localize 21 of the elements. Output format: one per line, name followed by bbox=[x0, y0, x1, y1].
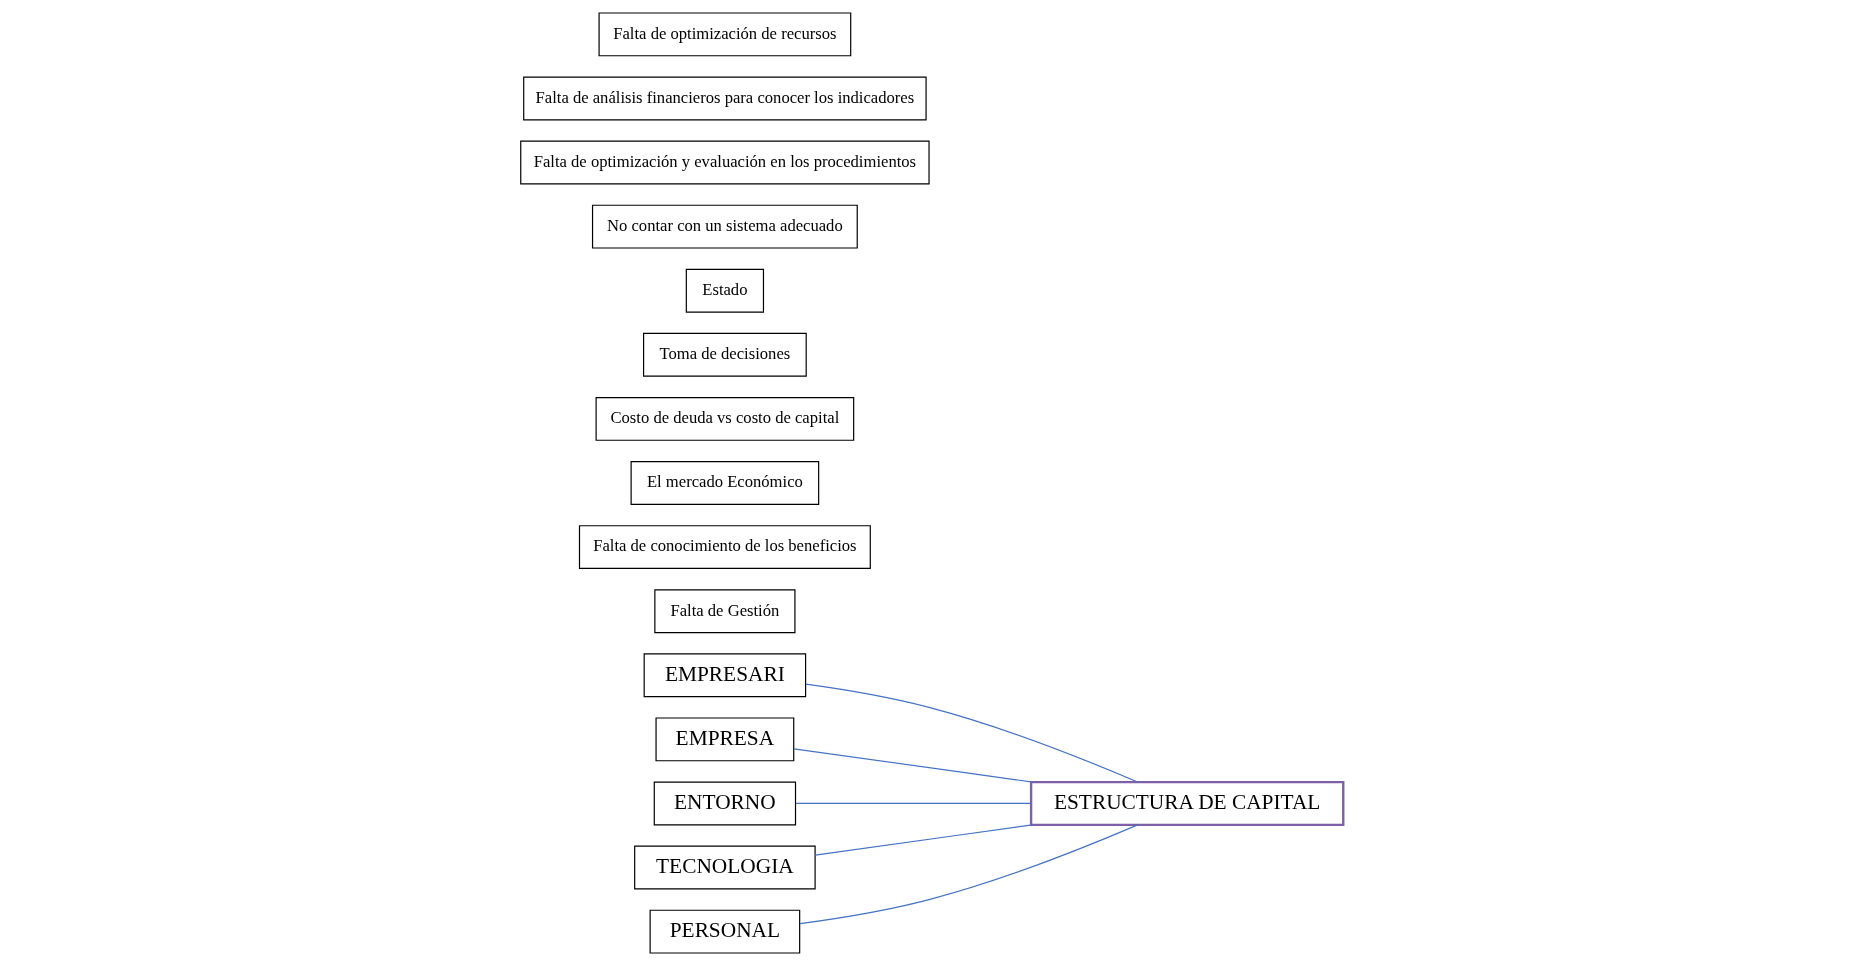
connector bbox=[792, 748, 1033, 783]
connector bbox=[794, 802, 1032, 805]
node-box: El mercado Económico bbox=[630, 461, 819, 505]
connector bbox=[804, 683, 1138, 783]
node-box: TECNOLOGIA bbox=[633, 845, 816, 890]
node-box: Toma de decisiones bbox=[642, 332, 807, 377]
node-box: Costo de deuda vs costo de capital bbox=[595, 396, 854, 441]
node-box: Falta de optimización de recursos bbox=[598, 12, 851, 57]
connector bbox=[814, 824, 1033, 856]
node-box: Falta de conocimiento de los beneficios bbox=[578, 525, 871, 570]
node-box: Estado bbox=[685, 268, 764, 313]
node-box: EMPRESARI bbox=[643, 653, 806, 698]
node-box: ESTRUCTURA DE CAPITAL bbox=[1029, 780, 1344, 826]
node-box: Falta de análisis financieros para conocer los indicadores bbox=[522, 76, 927, 121]
node-box: Falta de optimización y evaluación en los procedimientos bbox=[519, 140, 930, 185]
connector bbox=[799, 824, 1138, 925]
node-box: ENTORNO bbox=[653, 781, 796, 826]
node-box: Falta de Gestión bbox=[653, 589, 795, 634]
node-box: EMPRESA bbox=[654, 717, 794, 762]
node-box: PERSONAL bbox=[649, 909, 800, 954]
node-box: No contar con un sistema adecuado bbox=[591, 204, 858, 249]
